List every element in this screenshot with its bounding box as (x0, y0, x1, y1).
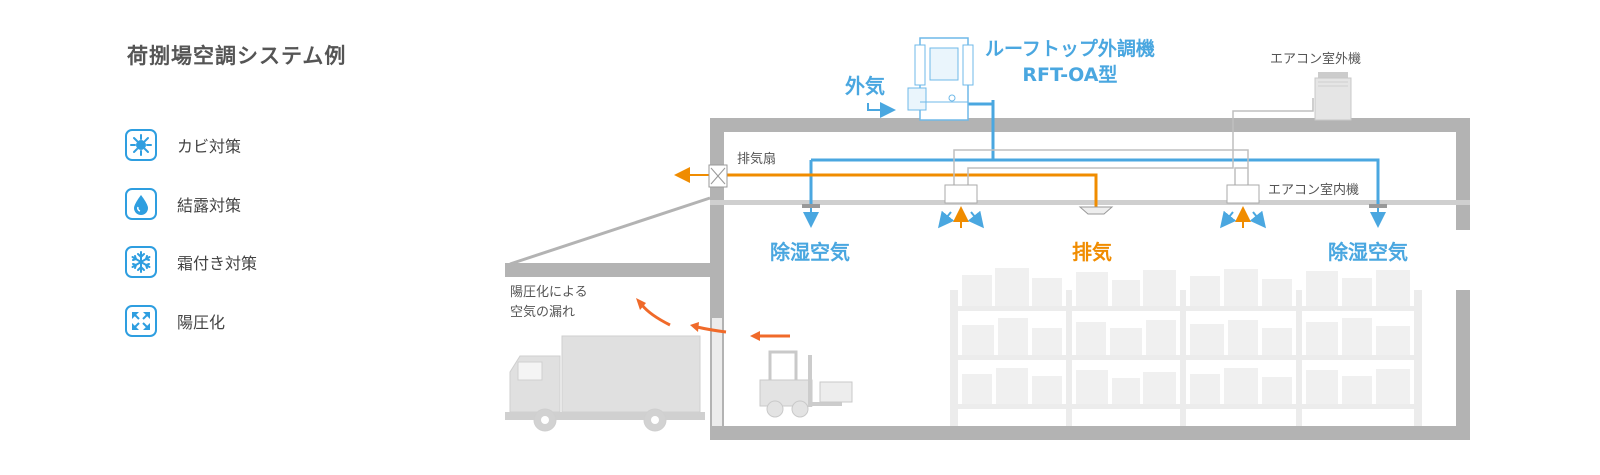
storage-racks (950, 268, 1422, 426)
rooftop-unit (867, 37, 974, 121)
floor-slab (710, 426, 1470, 440)
dehumidified-air-label-left: 除湿空気 (770, 240, 850, 264)
ceiling-line (710, 200, 1470, 205)
snowflake-icon (125, 246, 157, 278)
air-leak-line-1: 陽圧化による (510, 285, 588, 300)
legend-item-mold: カビ対策 (125, 128, 241, 162)
canopy-brace (509, 196, 711, 266)
water-drop-icon (125, 188, 157, 220)
exhaust-label: 排気 (1072, 240, 1112, 264)
exhaust-fan-label: 排気扇 (737, 152, 777, 167)
truck (505, 335, 705, 432)
roof-slab (710, 118, 1470, 132)
exhaust-fan (708, 164, 728, 188)
outside-air-label: 外気 (845, 74, 885, 98)
rooftop-unit-label: ルーフトップ外調機 RFT-OA型 (985, 36, 1155, 88)
leak-arrows (636, 298, 790, 341)
forklift (759, 350, 853, 418)
legend-item-frost: 霜付き対策 (125, 245, 257, 279)
positive-pressure-icon (125, 305, 157, 337)
building-structure (505, 118, 1470, 440)
air-leak-label: 陽圧化による 空気の漏れ (510, 283, 588, 323)
diffusers (802, 204, 1387, 215)
legend-label: カビ対策 (177, 137, 242, 156)
dock-door (712, 318, 722, 426)
ac-outdoor-unit (1314, 72, 1352, 121)
rooftop-unit-model: RFT-OA型 (1022, 64, 1118, 86)
legend-label: 霜付き対策 (177, 254, 258, 273)
legend-item-positive-pressure: 陽圧化 (125, 304, 225, 338)
air-leak-line-2: 空気の漏れ (510, 305, 576, 320)
legend-label: 結露対策 (177, 196, 242, 215)
legend-label: 陽圧化 (177, 313, 226, 332)
mold-icon (125, 129, 157, 161)
page-title: 荷捌場空調システム例 (127, 44, 347, 68)
dehumidified-air-label-right: 除湿空気 (1328, 240, 1408, 264)
ac-outdoor-label: エアコン室外機 (1270, 52, 1362, 67)
canopy (505, 263, 710, 277)
ac-indoor-units (938, 184, 1266, 229)
rooftop-unit-name: ルーフトップ外調機 (985, 38, 1155, 60)
ac-indoor-label: エアコン室内機 (1268, 183, 1360, 198)
legend-item-condensation: 結露対策 (125, 187, 241, 221)
